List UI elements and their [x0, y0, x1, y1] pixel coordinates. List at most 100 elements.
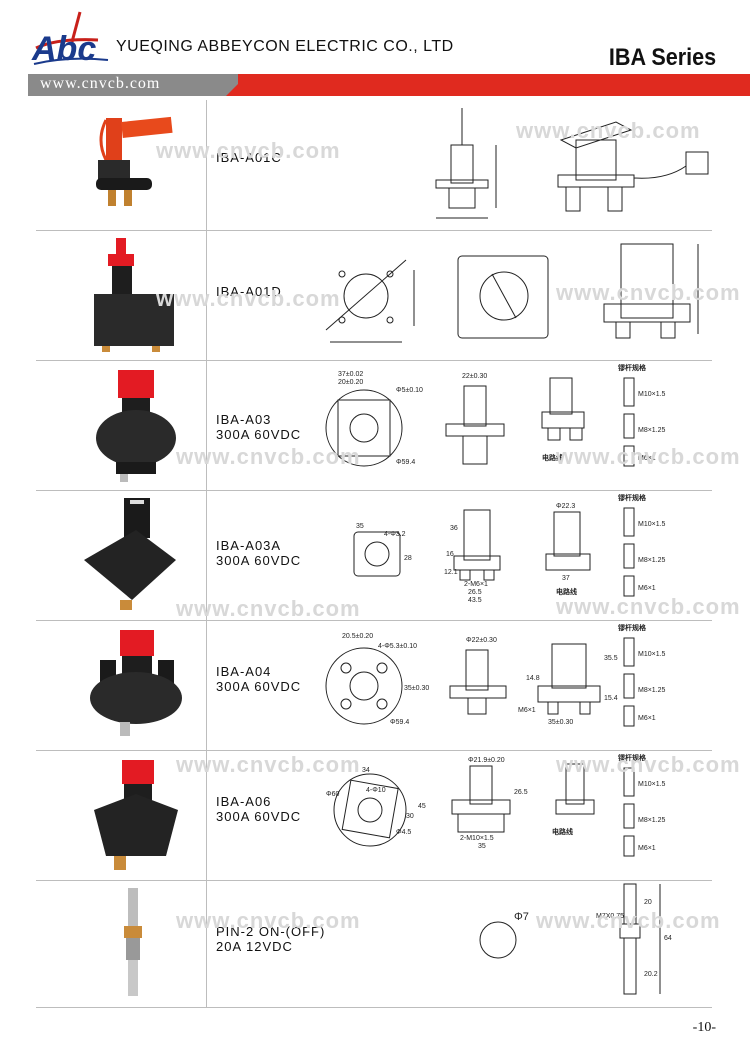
dim-label: 37±0.02 [338, 371, 363, 378]
product-photo [36, 490, 207, 620]
page-header: Abc YUEQING ABBEYCON ELECTRIC CO., LTD I… [0, 0, 750, 100]
header-band-red [238, 74, 750, 96]
dim-label: Φ7 [514, 911, 529, 923]
spec-m8: M8×1.25 [638, 817, 666, 824]
model-label: PIN-2 ON-(OFF) 20A 12VDC [216, 924, 325, 954]
spec-m10: M10×1.5 [638, 781, 666, 788]
model-label: IBA-A03 300A 60VDC [216, 412, 301, 442]
dim-label: Φ59.4 [390, 719, 409, 726]
product-table: IBA-A01C [36, 100, 740, 1008]
dim-label: Φ22.3 [556, 503, 575, 510]
product-row-a03: IBA-A03 300A 60VDC [36, 360, 712, 491]
model-rating: 300A 60VDC [216, 679, 302, 694]
product-row-a03a: IBA-A03A 300A 60VDC 35 [36, 490, 712, 621]
spec-title: 镠杆规格 [618, 363, 647, 372]
dim-label: 20.2 [644, 971, 658, 978]
dim-label: 35 [478, 843, 486, 850]
model-label: IBA-A06 300A 60VDC [216, 794, 301, 824]
dim-label: 36 [450, 525, 458, 532]
spec-m6: M6×1 [638, 715, 656, 722]
dim-label: 28 [404, 555, 412, 562]
spec-m8: M8×1.25 [638, 427, 666, 434]
spec-title: 镠杆规格 [618, 493, 647, 502]
model-name: PIN-2 ON-(OFF) [216, 924, 326, 939]
dim-label: 15.4 [604, 695, 618, 702]
dim-label: 12.1 [444, 569, 458, 576]
spec-m10: M10×1.5 [638, 651, 666, 658]
dim-label: Φ5±0.10 [396, 387, 423, 394]
model-label: IBA-A01C [216, 150, 282, 165]
model-rating: 300A 60VDC [216, 553, 302, 568]
watermark: www.cnvcb.com [556, 280, 741, 305]
product-photo [36, 620, 207, 750]
spec-title: 镠杆规格 [618, 753, 647, 762]
circuit-label: 电路线 [556, 587, 577, 596]
series-title: IBA Series [608, 44, 716, 71]
dim-label: 4-Φ3.2 [384, 531, 406, 538]
technical-drawing [286, 100, 712, 230]
dim-label: 26.5 [468, 589, 482, 596]
dim-label: 45 [418, 803, 426, 810]
dim-label: 35±0.30 [404, 685, 429, 692]
watermark: www.cnvcb.com [556, 594, 741, 619]
watermark: www.cnvcb.com [536, 908, 721, 933]
product-photo [36, 750, 207, 880]
product-photo [36, 230, 207, 360]
watermark: www.cnvcb.com [556, 444, 741, 469]
dim-label: 22±0.30 [462, 373, 487, 380]
dim-label: 14.8 [526, 675, 540, 682]
dim-label: 35.5 [604, 655, 618, 662]
page-number: -10- [692, 1020, 716, 1035]
product-row-a01c: IBA-A01C [36, 100, 712, 231]
dim-label: M7X0.75 [596, 913, 624, 920]
technical-drawing: 20.5±0.20 4-Φ5.3±0.10 35±0.30 Φ59.4 Φ22±… [286, 620, 712, 750]
technical-drawing: Φ7 M7X0.75 20 64 20.2 [286, 880, 712, 1007]
dim-label: 2-M6×1 [464, 581, 488, 588]
watermark: www.cnvcb.com [176, 596, 361, 621]
spec-m6: M6×1 [638, 455, 656, 462]
spec-m10: M10×1.5 [638, 521, 666, 528]
dim-label: 4-Φ10 [366, 787, 386, 794]
dim-label: 34 [362, 767, 370, 774]
watermark: www.cnvcb.com [156, 138, 341, 163]
dim-label: 4-Φ5.3±0.10 [378, 643, 417, 650]
circuit-label: 电路线 [552, 827, 573, 836]
watermark: www.cnvcb.com [516, 118, 701, 143]
watermark: www.cnvcb.com [176, 908, 361, 933]
dim-label: 20±0.20 [338, 379, 363, 386]
spec-m6: M6×1 [638, 845, 656, 852]
product-row-a01d: IBA-A01D [36, 230, 712, 361]
watermark: www.cnvcb.com [156, 286, 341, 311]
dim-label: 26.5 [514, 789, 528, 796]
model-label: IBA-A03A 300A 60VDC [216, 538, 301, 568]
model-rating: 300A 60VDC [216, 809, 302, 824]
product-photo [36, 360, 207, 490]
watermark: www.cnvcb.com [176, 752, 361, 777]
spec-title: 镠杆规格 [618, 623, 647, 632]
technical-drawing: 34 Φ60 4-Φ10 45 30 Φ4.5 Φ21.9±0.20 35 2-… [286, 750, 712, 880]
dim-label: M6×1 [518, 707, 536, 714]
circuit-label: 电路线 [542, 453, 563, 462]
dim-label: Φ4.5 [396, 829, 411, 836]
dim-label: Φ21.9±0.20 [468, 757, 505, 764]
dim-label: 20.5±0.20 [342, 633, 373, 640]
model-name: IBA-A06 [216, 794, 272, 809]
watermark: www.cnvcb.com [176, 444, 361, 469]
dim-label: 43.5 [468, 597, 482, 604]
model-label: IBA-A01D [216, 284, 282, 299]
technical-drawing [286, 230, 712, 360]
model-label: IBA-A04 300A 60VDC [216, 664, 301, 694]
spec-m6: M6×1 [638, 585, 656, 592]
spec-m8: M8×1.25 [638, 687, 666, 694]
model-name: IBA-A04 [216, 664, 272, 679]
website-url: www.cnvcb.com [40, 75, 161, 92]
dim-label: Φ59.4 [396, 459, 415, 466]
dim-label: Φ60 [326, 791, 339, 798]
dim-label: 37 [562, 575, 570, 582]
model-rating: 300A 60VDC [216, 427, 302, 442]
dim-label: 35±0.30 [548, 719, 573, 726]
dim-label: 2-M10×1.5 [460, 835, 494, 842]
technical-drawing: 35 4-Φ3.2 28 36 Φ22.3 2-M6×1 26.5 43.5 3… [286, 490, 712, 620]
spec-m10: M10×1.5 [638, 391, 666, 398]
spec-m8: M8×1.25 [638, 557, 666, 564]
